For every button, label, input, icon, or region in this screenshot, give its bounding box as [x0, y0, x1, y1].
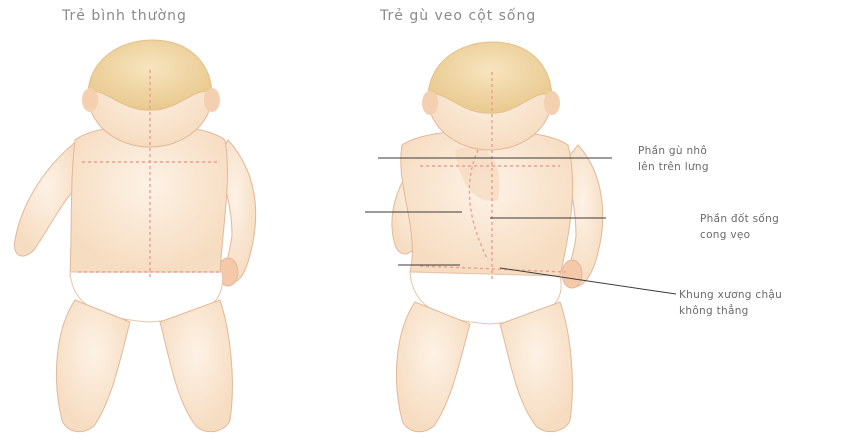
- pelvis-annotation-line2: không thẳng: [679, 303, 782, 319]
- spine-annotation-line2: cong vẹo: [700, 227, 779, 243]
- hump-annotation-line1: Phần gù nhô: [638, 143, 709, 159]
- scoliosis-child-figure: [392, 42, 603, 432]
- hump-annotation-line2: lên trên lưng: [638, 159, 709, 175]
- hump-annotation: Phần gù nhô lên trên lưng: [638, 143, 709, 175]
- spine-annotation-line1: Phần đốt sống: [700, 211, 779, 227]
- pelvis-annotation: Khung xương chậu không thẳng: [679, 287, 782, 319]
- normal-child-figure: [14, 40, 255, 432]
- spine-annotation: Phần đốt sống cong vẹo: [700, 211, 779, 243]
- pelvis-annotation-line1: Khung xương chậu: [679, 287, 782, 303]
